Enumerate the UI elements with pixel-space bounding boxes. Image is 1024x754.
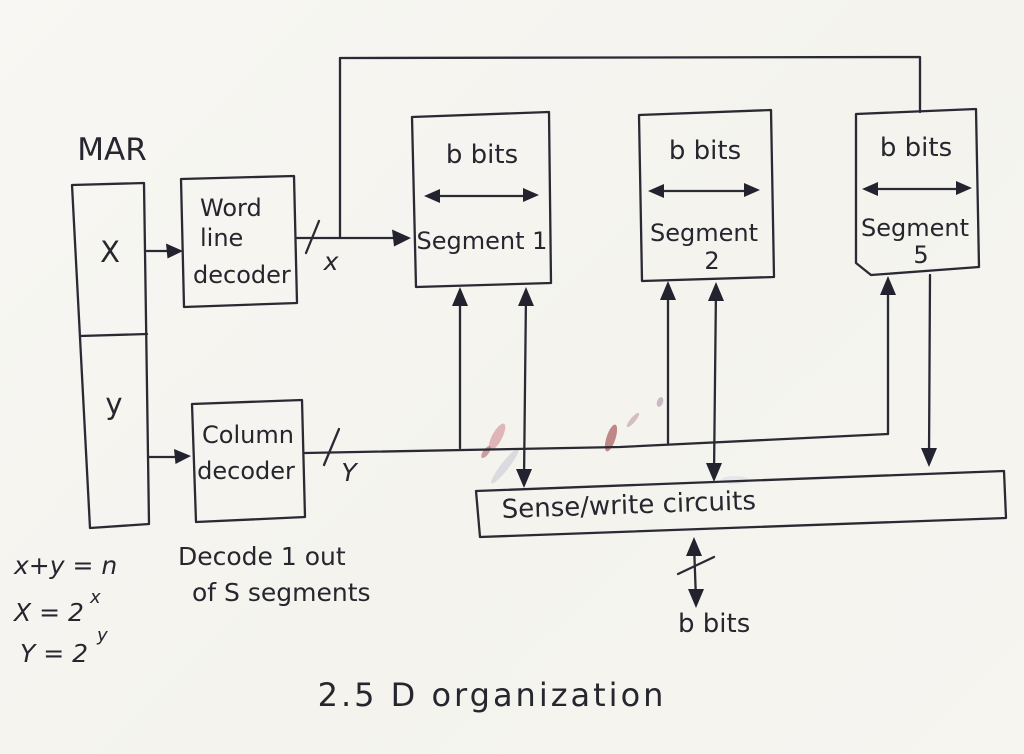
mar-divider [78,332,149,338]
segment-1-bits-label: b bits [446,140,518,170]
equations: x+y = n X = 2 x Y = 2 y [12,551,117,668]
segment-1-data-line [516,287,534,488]
segment-5: b bits Segment 5 [854,107,981,277]
segment-2: b bits Segment 2 [637,108,776,283]
column-decoder-label-2: decoder [197,457,295,485]
column-decoder-label-1: Column [202,421,294,449]
word-line-decoder-label-3: decoder [193,261,291,289]
x-top-bus [338,55,922,114]
segment-2-box [637,108,776,283]
segment-5-name: Segment [861,214,969,242]
segment-1-box [410,110,553,289]
segment-5-box [854,107,981,277]
equation-y-sup: y [96,625,108,646]
data-io-width-label: b bits [678,609,750,639]
word-line-decoder: Word line decoder [179,174,299,309]
y-bus-slash [322,427,341,467]
segment-5-select-line [880,276,896,436]
decoder-note-line-1: Decode 1 out [178,542,346,571]
segment-5-number: 5 [913,241,928,269]
x-bus: x [295,55,922,276]
mar-register: MAR X y [70,132,151,530]
sense-write-circuits: Sense/write circuits [474,469,1008,539]
sense-write-label: Sense/write circuits [501,486,756,525]
mar-y-field: y [105,387,122,421]
mar-box [70,181,151,530]
equation-y-base: Y = 2 [20,639,88,668]
segment-2-data-line [706,282,724,482]
equation-x-sup: x [89,587,101,608]
decoder-note-line-2: of S segments [192,578,371,607]
segment-5-bits-label: b bits [880,133,952,163]
mar-x-field: X [100,235,120,269]
ink-smudge [481,397,749,484]
x-bus-slash [304,219,321,255]
mar-to-word-decoder-arrow [145,243,183,259]
x-bus-label: x [323,247,339,276]
segment-5-data-line [921,273,937,467]
word-line-decoder-label-1: Word [200,194,262,222]
column-decoder: Column decoder [190,398,307,524]
segment-2-name: Segment [650,219,758,247]
column-decoder-box [190,398,307,524]
equation-x-base: X = 2 [12,598,84,627]
decoder-note: Decode 1 out of S segments [178,542,371,607]
segment-1-name: Segment 1 [417,227,548,255]
word-line-decoder-box [179,174,299,309]
segment-2-select-line [660,281,676,445]
segment-2-number: 2 [704,247,719,275]
y-bus-label: Y [341,458,358,487]
y-bus-line [303,432,890,455]
data-io-slash [676,555,716,576]
segment-1: b bits Segment 1 [410,110,553,289]
segment-2-bits-label: b bits [669,136,741,166]
sense-write-box [474,469,1008,539]
mar-label: MAR [77,132,147,168]
mar-to-column-decoder-arrow [146,449,191,464]
data-io-arrow: b bits [676,537,750,639]
equation-sum: x+y = n [13,551,117,580]
y-bus: Y [303,427,890,487]
word-line-decoder-label-2: line [200,224,243,252]
diagram-title: 2.5 D organization [318,676,667,714]
segment-1-select-line [452,287,468,450]
